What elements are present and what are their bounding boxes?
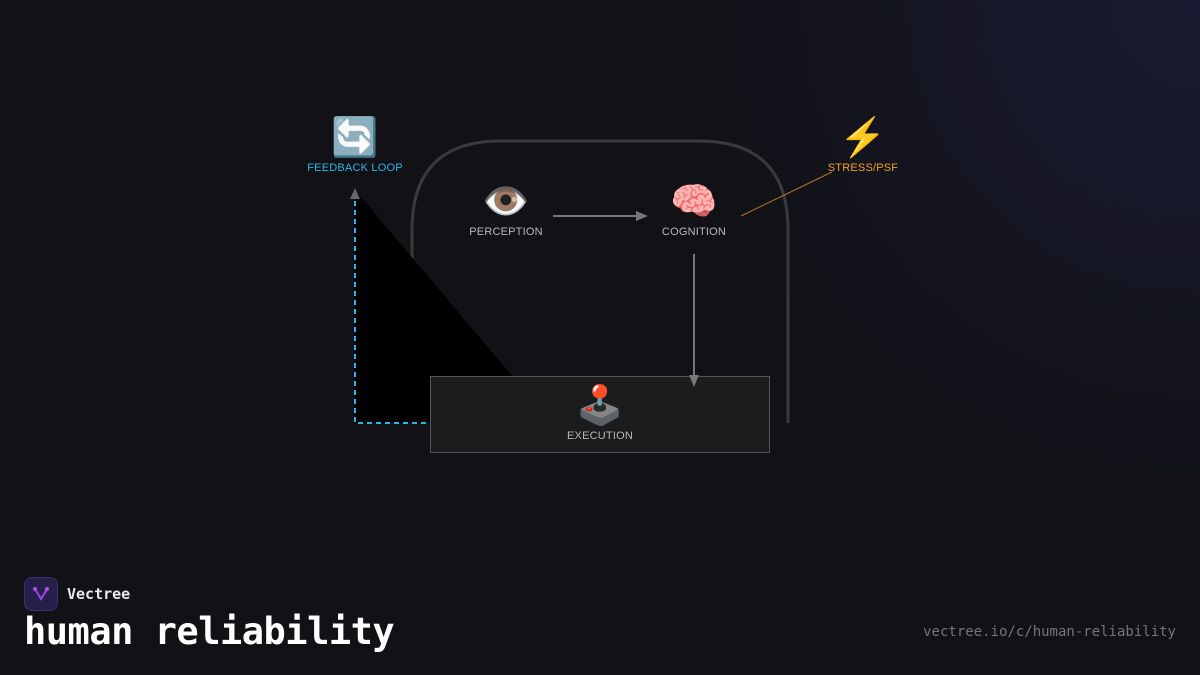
stress-label: STRESS/PSF bbox=[827, 162, 899, 174]
brain-icon: 🧠 bbox=[670, 181, 718, 223]
brand: Vectree bbox=[24, 577, 130, 611]
repeat-arrows-icon: 🔄 bbox=[331, 117, 379, 159]
perception-cognition-arrowhead bbox=[636, 211, 648, 221]
node-feedback-loop[interactable]: 🔄 FEEDBACK LOOP bbox=[307, 116, 403, 174]
context-loop-boundary bbox=[410, 139, 790, 423]
cognition-label: COGNITION bbox=[661, 226, 727, 238]
node-perception[interactable]: 👁️ PERCEPTION bbox=[469, 180, 543, 238]
joystick-icon: 🕹️ bbox=[576, 385, 624, 427]
execution-label: EXECUTION bbox=[567, 430, 633, 442]
feedback-loop-label: FEEDBACK LOOP bbox=[307, 162, 403, 174]
execution-box bbox=[430, 376, 770, 453]
brand-name: Vectree bbox=[67, 585, 131, 603]
node-cognition[interactable]: 🧠 COGNITION bbox=[662, 180, 726, 238]
node-stress[interactable]: ⚡ STRESS/PSF bbox=[828, 116, 898, 174]
cognition-execution-arrowhead bbox=[689, 375, 699, 387]
feedback-arrowhead bbox=[350, 188, 360, 199]
page-title: human reliability bbox=[24, 610, 395, 653]
vectree-logo-icon bbox=[24, 577, 58, 611]
eye-icon: 👁️ bbox=[482, 181, 530, 223]
perception-label: PERCEPTION bbox=[469, 226, 543, 238]
lightning-icon: ⚡ bbox=[839, 117, 887, 159]
feedback-triangle-shape bbox=[355, 190, 552, 423]
stress-cognition-edge bbox=[740, 171, 833, 217]
node-execution[interactable]: 🕹️ EXECUTION bbox=[567, 384, 633, 442]
page-url[interactable]: vectree.io/c/human-reliability bbox=[923, 624, 1176, 640]
